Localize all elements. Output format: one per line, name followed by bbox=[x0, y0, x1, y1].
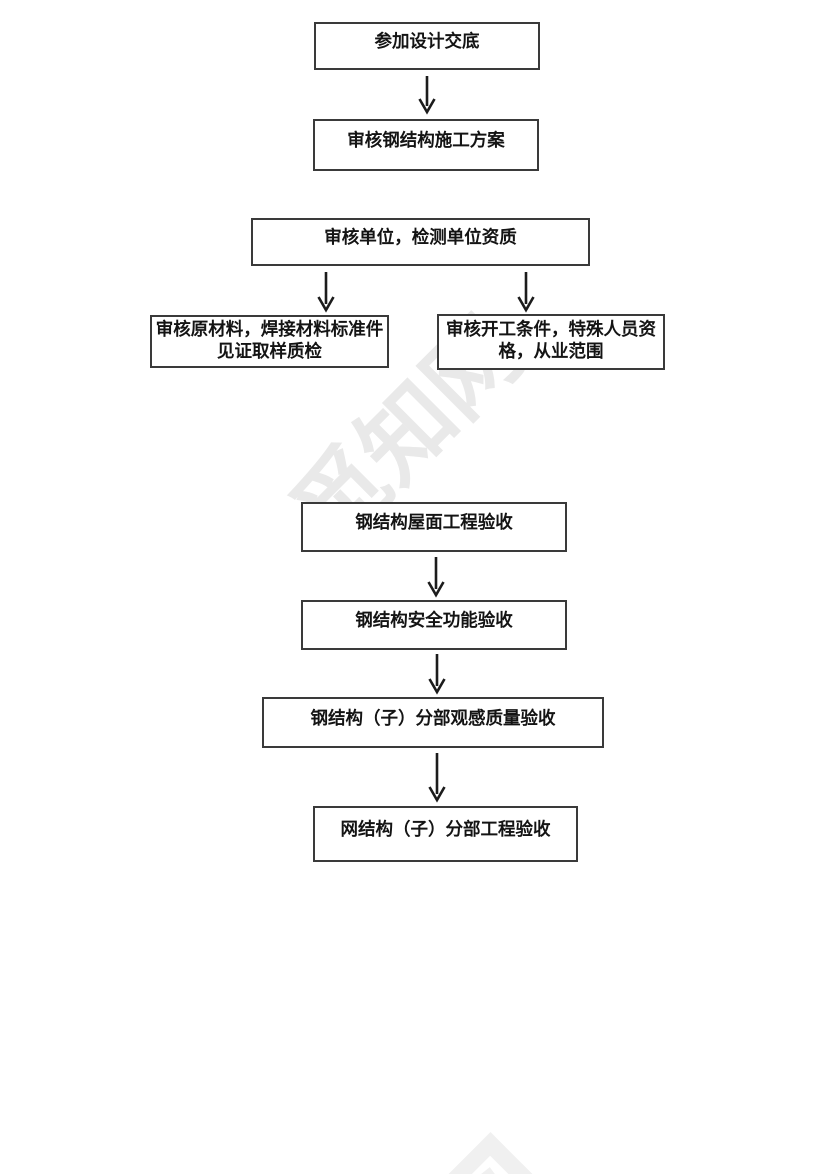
flow-node-review-raw-materials: 审核原材料，焊接材料标准件 见证取样质检 bbox=[150, 315, 389, 368]
node-label-line2: 格，从业范围 bbox=[498, 342, 604, 362]
flow-node-roof-project-acceptance: 钢结构屋面工程验收 bbox=[301, 502, 567, 552]
node-label: 审核钢结构施工方案 bbox=[347, 131, 505, 151]
arrow-design-to-plan bbox=[418, 76, 436, 115]
arrow-safety-to-appearance bbox=[428, 654, 446, 695]
arrow-roof-to-safety bbox=[427, 557, 445, 598]
node-label: 钢结构安全功能验收 bbox=[355, 611, 513, 631]
node-label-line1: 审核原材料，焊接材料标准件 bbox=[155, 319, 384, 340]
node-label: 审核单位，检测单位资质 bbox=[324, 228, 517, 248]
node-label-line2: 见证取样质检 bbox=[217, 341, 322, 362]
node-label: 钢结构屋面工程验收 bbox=[355, 513, 513, 533]
flow-node-grid-structure-acceptance: 网结构（子）分部工程验收 bbox=[313, 806, 578, 862]
flow-node-appearance-quality-acceptance: 钢结构（子）分部观感质量验收 bbox=[262, 697, 604, 748]
node-label-line1: 审核开工条件，特殊人员资 bbox=[446, 320, 656, 340]
arrow-units-to-conditions bbox=[517, 272, 535, 313]
arrow-appearance-to-grid bbox=[428, 753, 446, 803]
flow-node-attend-design-disclosure: 参加设计交底 bbox=[314, 22, 540, 70]
node-label: 钢结构（子）分部观感质量验收 bbox=[310, 708, 556, 729]
flow-node-review-unit-qualifications: 审核单位，检测单位资质 bbox=[251, 218, 590, 266]
flow-node-review-start-conditions: 审核开工条件，特殊人员资 格，从业范围 bbox=[437, 314, 665, 370]
node-label: 参加设计交底 bbox=[374, 32, 480, 52]
node-label: 网结构（子）分部工程验收 bbox=[340, 820, 551, 840]
watermark-bottom-partial: 网 bbox=[344, 1083, 621, 1174]
flow-node-review-steel-construction-plan: 审核钢结构施工方案 bbox=[313, 119, 539, 171]
arrow-units-to-materials bbox=[317, 272, 335, 313]
flow-node-safety-function-acceptance: 钢结构安全功能验收 bbox=[301, 600, 567, 650]
